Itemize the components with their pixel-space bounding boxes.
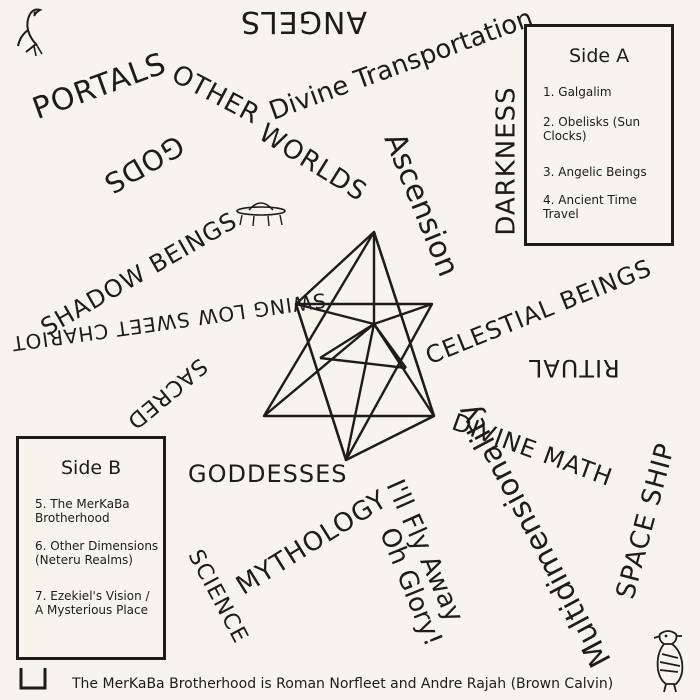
side-b-track-5: 5. The MerKaBa Brotherhood — [35, 497, 130, 526]
side-b-track-6: 6. Other Dimensions (Neteru Realms) — [35, 539, 159, 568]
gods-word: GODS — [97, 128, 190, 201]
portals-word: PORTALS — [28, 46, 172, 127]
mythology-word: MYTHOLOGY — [231, 484, 393, 602]
merkaba-star-drawing — [262, 230, 436, 462]
darkness-word: DARKNESS — [491, 86, 522, 236]
side-a-tracklist-box: Side A 1. Galgalim 2. Obelisks (Sun Cloc… — [524, 24, 674, 246]
ufo-icon — [236, 202, 286, 227]
ritual-word: RITUAL — [528, 354, 620, 382]
side-a-track-4: 4. Ancient Time Travel — [543, 193, 637, 222]
goddesses-word: GODDESSES — [188, 460, 348, 488]
side-b-title: Side B — [61, 457, 122, 479]
side-a-track-2: 2. Obelisks (Sun Clocks) — [543, 115, 641, 144]
science-word: SCIENCE — [182, 545, 253, 648]
space-ship-word: SPACE SHIP — [610, 439, 682, 603]
side-b-tracklist-box: Side B 5. The MerKaBa Brotherhood 6. Oth… — [16, 436, 166, 660]
sacred-word: SACRED — [121, 352, 212, 434]
side-a-track-3: 3. Angelic Beings — [543, 165, 647, 179]
other-word: OTHER — [166, 59, 265, 131]
bird-drawing-icon — [17, 8, 43, 57]
side-a-track-1: 1. Galgalim — [543, 85, 612, 99]
side-a-title: Side A — [569, 45, 630, 67]
horus-figure-icon — [653, 630, 684, 693]
angels-word: ANGELS — [240, 4, 367, 39]
side-b-track-7: 7. Ezekiel's Vision / A Mysterious Place — [35, 589, 150, 618]
credit-line: The MerKaBa Brotherhood is Roman Norflee… — [72, 676, 614, 692]
celestial-beings-word: CELESTIAL BEINGS — [421, 253, 656, 371]
bracket-mark-icon — [19, 668, 47, 690]
worlds-word: WORLDS — [253, 118, 372, 208]
